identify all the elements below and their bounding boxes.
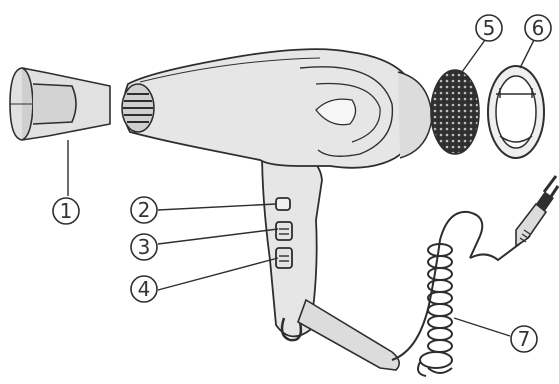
rear-cover [488, 66, 544, 158]
callout-5: 5 [476, 15, 502, 41]
callout-label-1: 1 [60, 199, 73, 223]
callout-label-3: 3 [138, 235, 151, 259]
cool-shot-button[interactable] [276, 198, 290, 210]
callout-4: 4 [131, 276, 157, 302]
callout-label-4: 4 [138, 277, 151, 301]
speed-switch[interactable] [276, 248, 292, 268]
leader-line-5 [462, 40, 485, 72]
callout-3: 3 [131, 234, 157, 260]
callout-label-6: 6 [532, 16, 545, 40]
leader-line-3 [158, 229, 278, 244]
power-plug [516, 176, 558, 246]
power-cord [392, 212, 530, 376]
filter-mesh [431, 70, 479, 154]
concentrator-nozzle [10, 68, 110, 140]
cord-strain-relief [298, 300, 399, 370]
dryer-front-grille [122, 84, 154, 132]
callout-label-7: 7 [518, 327, 531, 351]
callout-6: 6 [525, 15, 551, 41]
callout-label-2: 2 [138, 198, 151, 222]
leader-line-6 [520, 40, 534, 68]
leader-line-4 [158, 258, 278, 290]
heat-switch[interactable] [276, 222, 292, 240]
callout-1: 1 [53, 198, 79, 224]
dryer-barrel [123, 49, 419, 168]
callout-7: 7 [511, 326, 537, 352]
leader-line-7 [454, 318, 510, 336]
callout-label-5: 5 [483, 16, 496, 40]
leader-line-2 [158, 204, 276, 210]
callout-2: 2 [131, 197, 157, 223]
